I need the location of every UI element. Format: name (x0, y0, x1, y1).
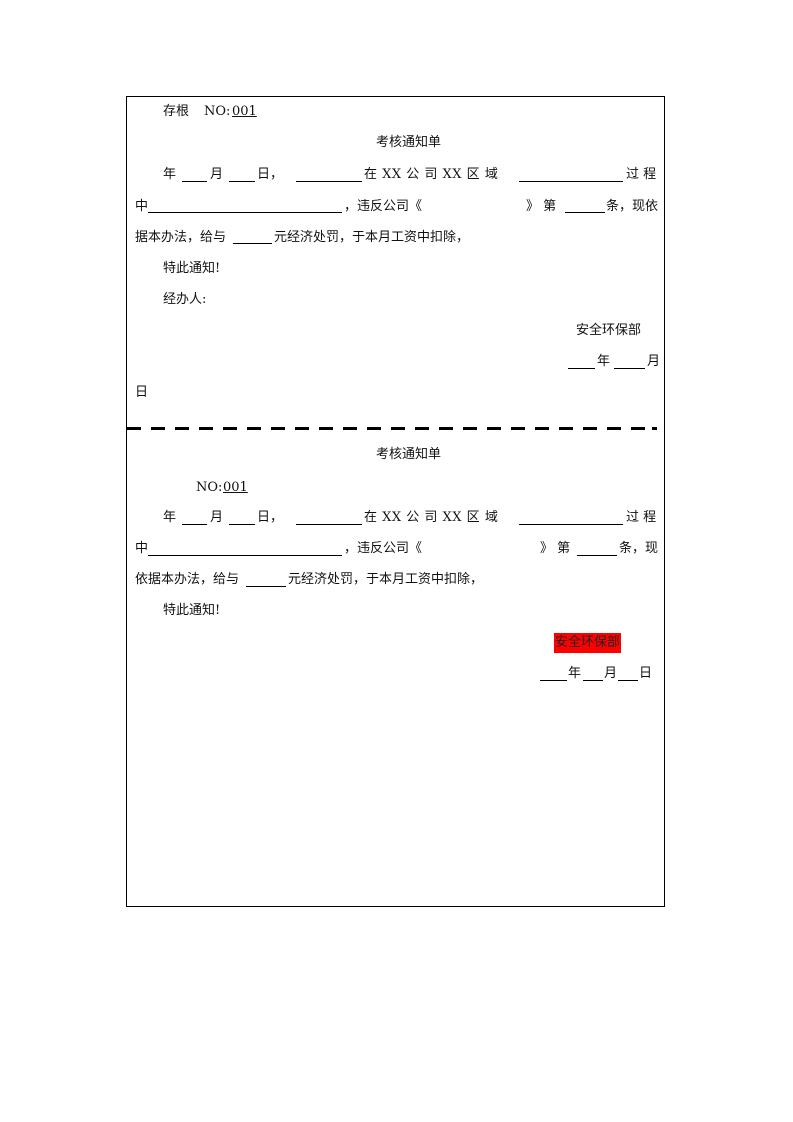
stub-violate-text: ，违反公司《 (344, 199, 423, 214)
stub-date-year-blank[interactable] (568, 368, 595, 369)
notice-date-year-text: 年 (568, 666, 582, 681)
notice-process-blank[interactable] (519, 524, 623, 525)
notice-no-label: NO: (196, 480, 223, 495)
stub-date-year-text: 年 (597, 354, 611, 369)
notice-date-month-blank[interactable] (583, 680, 603, 681)
notice-mid-text: 中 (135, 541, 149, 556)
stub-month-text: 月 (210, 167, 224, 182)
stub-article-text: 条，现依 (606, 199, 659, 214)
stub-mid-text: 中 (135, 199, 149, 214)
notice-month-blank[interactable] (182, 524, 207, 525)
stub-person-blank[interactable] (296, 181, 362, 182)
stub-location-text: 在 XX 公 司 XX 区 域 (364, 167, 499, 182)
notice-department-highlighted: 安全环保部 (554, 633, 622, 653)
stub-article-blank[interactable] (565, 212, 605, 213)
stub-no-label: NO: (204, 104, 231, 119)
stub-year-text: 年 (163, 167, 177, 182)
notice-article-text: 条，现 (619, 541, 659, 556)
notice-day-blank[interactable] (229, 524, 255, 525)
notice-date-year-blank[interactable] (540, 680, 567, 681)
notice-behavior-blank[interactable] (148, 555, 342, 556)
notice-location-text: 在 XX 公 司 XX 区 域 (364, 510, 499, 525)
document-frame (126, 96, 665, 907)
notice-date-day-text: 日 (639, 666, 653, 681)
notice-month-text: 月 (210, 510, 224, 525)
stub-date-day-text: 日 (135, 385, 149, 400)
stub-label: 存根 (163, 104, 190, 119)
stub-close-text: 》 第 (526, 199, 557, 214)
notice-day-text: 日， (257, 510, 284, 525)
stub-process-text: 过 程 (626, 167, 657, 182)
notice-process-text: 过 程 (626, 510, 657, 525)
notice-title: 考核通知单 (376, 447, 442, 462)
stub-title: 考核通知单 (376, 135, 442, 150)
tear-off-line (127, 427, 657, 430)
tear-off-line-end (652, 427, 655, 430)
notice-violate-text: ，违反公司《 (344, 541, 423, 556)
notice-person-blank[interactable] (296, 524, 362, 525)
stub-no-value: 001 (232, 104, 257, 119)
stub-penalty-text: 元经济处罚，于本月工资中扣除， (274, 230, 470, 245)
notice-year-text: 年 (163, 510, 177, 525)
stub-month-blank[interactable] (182, 181, 207, 182)
stub-day-text: 日， (257, 167, 284, 182)
notice-penalty-text: 元经济处罚，于本月工资中扣除， (288, 572, 484, 587)
stub-department: 安全环保部 (576, 323, 642, 338)
notice-no-value: 001 (223, 480, 248, 495)
stub-date-month-text: 月 (647, 354, 661, 369)
stub-day-blank[interactable] (229, 181, 255, 182)
stub-process-blank[interactable] (519, 181, 623, 182)
notice-basis-text: 依据本办法，给与 (135, 572, 240, 587)
notice-notice-text: 特此通知! (163, 603, 221, 618)
notice-article-blank[interactable] (577, 555, 617, 556)
stub-amount-blank[interactable] (233, 243, 272, 244)
stub-basis-text: 据本办法，给与 (135, 230, 227, 245)
notice-close-text: 》 第 (540, 541, 571, 556)
stub-notice-text: 特此通知! (163, 261, 221, 276)
stub-handler-label: 经办人: (163, 292, 207, 307)
notice-amount-blank[interactable] (246, 586, 286, 587)
stub-behavior-blank[interactable] (148, 212, 342, 213)
notice-date-day-blank[interactable] (618, 680, 638, 681)
stub-date-month-blank[interactable] (614, 368, 645, 369)
notice-date-month-text: 月 (604, 666, 618, 681)
